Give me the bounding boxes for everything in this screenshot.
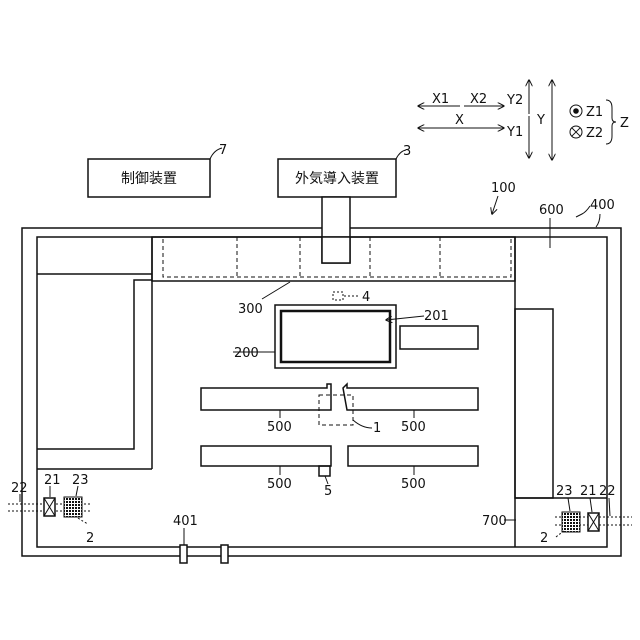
ref-500-c: 500 — [267, 477, 292, 492]
ref-22-left: 22 — [11, 481, 28, 496]
z-brace — [606, 100, 616, 144]
z1-dot-icon — [573, 108, 579, 114]
z2-label: Z2 — [586, 126, 603, 141]
ref-400: 400 — [590, 198, 615, 213]
ref-100: 100 — [491, 181, 516, 196]
y-label: Y — [536, 113, 545, 128]
shelf-upper-left — [201, 384, 331, 410]
z1-label: Z1 — [586, 105, 603, 120]
left-structure — [37, 237, 152, 469]
axis-legend: X1 X2 X Y2 Y1 Y Z1 Z2 Z — [418, 80, 629, 160]
ref-300: 300 — [238, 302, 263, 317]
ref-1: 1 — [373, 421, 381, 436]
ref-7: 7 — [219, 143, 227, 158]
ceiling-zone-300 — [152, 237, 515, 281]
x1-label: X1 — [432, 92, 449, 107]
y1-label: Y1 — [506, 125, 523, 140]
ref-200: 200 — [234, 346, 259, 361]
x-label: X — [455, 113, 464, 128]
control-device-label: 制御装置 — [121, 171, 177, 187]
shelf-lower-left — [201, 446, 331, 466]
ref-23-left: 23 — [72, 473, 89, 488]
ref-201: 201 — [424, 309, 449, 324]
ref-500-b: 500 — [401, 420, 426, 435]
z-label: Z — [620, 116, 629, 131]
ref-5: 5 — [324, 484, 332, 499]
ref-500-d: 500 — [401, 477, 426, 492]
small-unit-right — [400, 326, 478, 349]
building-inner-wall — [37, 237, 607, 547]
equipment-200 — [275, 305, 396, 368]
x2-label: X2 — [470, 92, 487, 107]
y2-label: Y2 — [506, 93, 523, 108]
leader-300 — [262, 282, 290, 299]
ref-2-left: 2 — [86, 531, 94, 546]
ref-21-right: 21 — [580, 484, 597, 499]
ref-23-right: 23 — [556, 484, 573, 499]
leader-2-left — [78, 518, 88, 524]
sensor-4 — [333, 292, 343, 300]
equipment-201 — [281, 311, 390, 362]
shelf-upper-right — [343, 384, 478, 410]
filter-23-right — [562, 512, 580, 532]
leader-201 — [386, 316, 424, 320]
ref-3: 3 — [403, 144, 411, 159]
component-5 — [319, 466, 330, 476]
leader-2-right — [556, 531, 564, 537]
ref-22-right: 22 — [599, 484, 616, 499]
shelf-lower-right — [348, 446, 478, 466]
filter-23-left — [64, 497, 82, 517]
ref-700: 700 — [482, 514, 507, 529]
ref-600: 600 — [539, 203, 564, 218]
ref-500-a: 500 — [267, 420, 292, 435]
ref-21-left: 21 — [44, 473, 61, 488]
leader-1 — [353, 420, 372, 428]
ref-401: 401 — [173, 514, 198, 529]
outside-air-device-label: 外気導入装置 — [295, 171, 379, 187]
leader-400 — [596, 214, 600, 227]
ref-4: 4 — [362, 290, 370, 305]
leader-100 — [492, 196, 498, 214]
right-structure-600 — [515, 237, 553, 547]
ref-2-right: 2 — [540, 531, 548, 546]
